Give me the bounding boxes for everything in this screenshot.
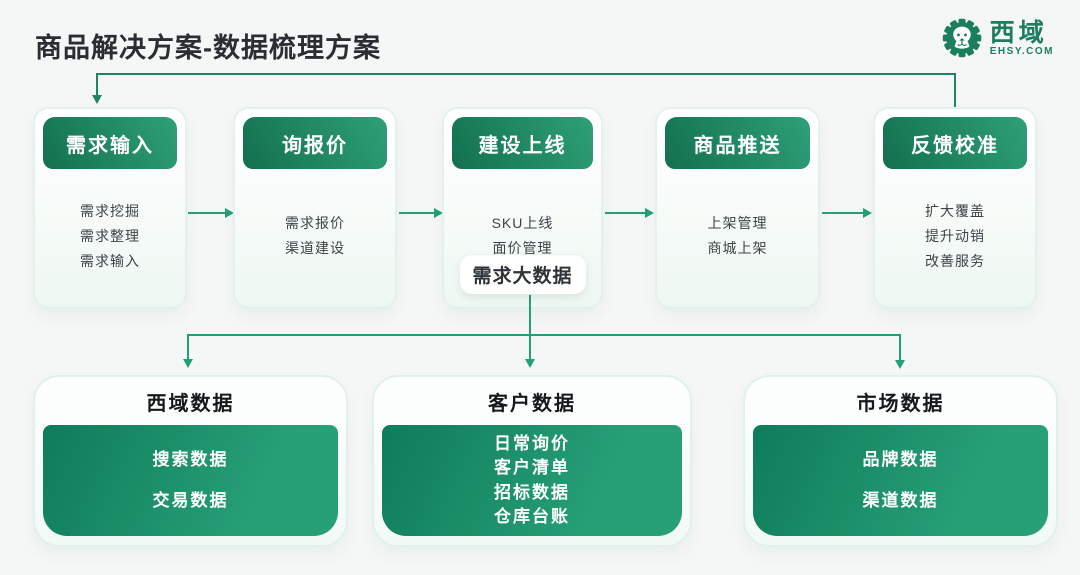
flow-card-item: 商城上架 (707, 240, 768, 256)
bigdata-connector-center-arrowhead (525, 359, 535, 368)
bigdata-connector-left-vertical (187, 334, 189, 360)
flow-card-feedback-calibration: 反馈校准 扩大覆盖 提升动销 改善服务 (873, 107, 1037, 309)
data-card-customer-data: 客户数据 日常询价 客户清单 招标数据 仓库台账 (372, 375, 692, 547)
flow-card-item: 上架管理 (707, 215, 768, 231)
flow-arrow-2-head (434, 208, 443, 218)
feedback-loop-line-horizontal (96, 73, 956, 75)
data-card-item: 客户清单 (494, 458, 570, 478)
data-card-item: 日常询价 (494, 433, 570, 453)
data-card-title: 西域数据 (146, 392, 235, 415)
flow-card-item: 提升动销 (925, 228, 985, 244)
flow-card-item: 需求整理 (80, 228, 140, 244)
flow-card-inquiry-quote: 询报价 需求报价 渠道建设 (233, 107, 397, 309)
flow-card-items: SKU上线 面价管理 (444, 181, 601, 261)
flow-card-items: 扩大覆盖 提升动销 改善服务 (875, 181, 1035, 274)
data-card-item: 渠道数据 (862, 491, 939, 510)
feedback-loop-line-right-vertical (954, 73, 956, 108)
flow-card-title: 建设上线 (452, 117, 593, 169)
flow-card-title: 询报价 (243, 117, 387, 169)
feedback-loop-line-left-vertical (96, 73, 98, 96)
logo-domain: EHSY.COM (989, 45, 1054, 57)
page-title: 商品解决方案-数据梳理方案 (35, 33, 381, 63)
flow-arrow-3-line (605, 212, 645, 214)
flow-arrow-2-line (399, 212, 434, 214)
flow-card-item: 需求报价 (285, 215, 345, 231)
lion-gear-logo-icon (942, 18, 982, 58)
data-card-panel: 日常询价 客户清单 招标数据 仓库台账 (382, 425, 682, 536)
feedback-loop-arrowhead (92, 95, 102, 104)
data-card-title: 市场数据 (856, 392, 945, 415)
flow-card-items: 上架管理 商城上架 (657, 181, 818, 261)
data-card-xiyu-data: 西域数据 搜索数据 交易数据 (33, 375, 348, 547)
logo-name: 西域 (989, 18, 1048, 47)
data-card-item: 交易数据 (152, 491, 229, 510)
flow-card-item: 渠道建设 (285, 240, 345, 256)
brand-logo: 西域 EHSY.COM (941, 17, 1054, 59)
flow-card-items: 需求报价 渠道建设 (235, 181, 395, 261)
flow-card-build-launch: 建设上线 SKU上线 面价管理 需求大数据 (442, 107, 603, 309)
data-card-item: 品牌数据 (862, 450, 939, 469)
data-card-item: 搜索数据 (152, 450, 229, 469)
bigdata-connector-center-vertical (529, 295, 531, 360)
bigdata-connector-left-arrowhead (183, 359, 193, 368)
data-card-item: 仓库台账 (494, 507, 570, 527)
flow-arrow-1-line (188, 212, 225, 214)
flow-arrow-4-head (863, 208, 872, 218)
flow-card-product-push: 商品推送 上架管理 商城上架 (655, 107, 820, 309)
data-card-market-data: 市场数据 品牌数据 渠道数据 (743, 375, 1058, 547)
flow-card-item: 需求输入 (80, 253, 140, 269)
flow-card-title: 商品推送 (665, 117, 810, 169)
flow-card-item: 扩大覆盖 (925, 203, 985, 219)
bigdata-connector-right-vertical (899, 334, 901, 361)
demand-big-data-badge: 需求大数据 (459, 255, 586, 294)
flow-arrow-4-line (822, 212, 863, 214)
flow-card-items: 需求挖掘 需求整理 需求输入 (35, 181, 185, 274)
flow-card-demand-input: 需求输入 需求挖掘 需求整理 需求输入 (33, 107, 187, 309)
data-card-panel: 搜索数据 交易数据 (43, 425, 338, 536)
bigdata-connector-horizontal (187, 334, 901, 336)
bigdata-connector-right-arrowhead (895, 360, 905, 369)
data-card-title: 客户数据 (488, 392, 576, 415)
data-card-panel: 品牌数据 渠道数据 (753, 425, 1048, 536)
data-card-item: 招标数据 (494, 482, 570, 502)
flow-card-title: 反馈校准 (883, 117, 1027, 169)
flow-card-item: SKU上线 (491, 215, 554, 231)
flow-arrow-3-head (645, 208, 654, 218)
flow-card-item: 面价管理 (492, 240, 553, 256)
flow-card-item: 改善服务 (925, 253, 985, 269)
flow-card-item: 需求挖掘 (80, 203, 140, 219)
flow-card-title: 需求输入 (43, 117, 177, 169)
logo-text-block: 西域 EHSY.COM (990, 20, 1054, 57)
flow-arrow-1-head (225, 208, 234, 218)
